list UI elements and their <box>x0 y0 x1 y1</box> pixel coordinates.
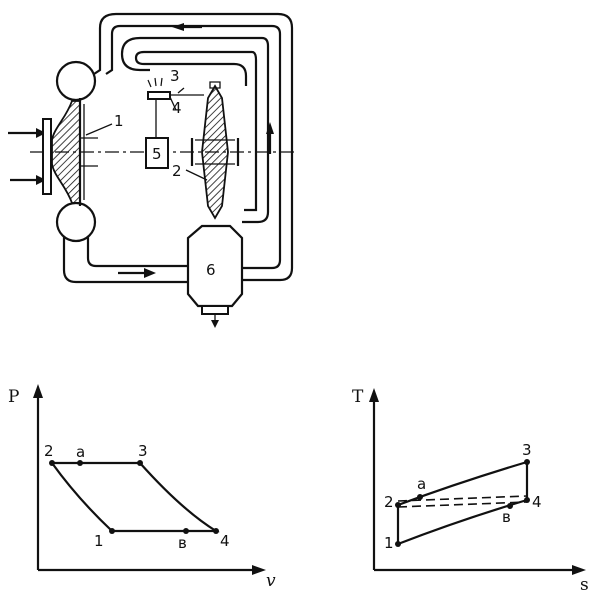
engine-schematic: 1 3 4 5 2 6 <box>8 12 296 328</box>
ts-x-axis-label: s <box>580 575 589 594</box>
turbine-rotor <box>201 84 229 220</box>
combustion-chamber <box>186 224 244 308</box>
ts-point-b: в <box>502 508 511 526</box>
nozzle-spray <box>147 77 163 88</box>
control-device <box>145 137 169 169</box>
exhaust-arrow <box>211 320 219 328</box>
pv-point-2: 2 <box>44 442 54 460</box>
label-valve: 4 <box>172 99 182 117</box>
compressor-volute-bottom <box>55 201 97 243</box>
ts-point-1: 1 <box>384 534 394 552</box>
flow-arrow-right <box>266 122 274 154</box>
label-nozzle: 3 <box>170 67 180 85</box>
compressor-impeller <box>51 100 81 204</box>
valve <box>147 91 171 100</box>
pv-x-axis-label: v <box>266 571 276 591</box>
label-compressor: 1 <box>114 112 124 130</box>
label-turbine: 2 <box>172 162 182 180</box>
ts-dashed-line-upper <box>397 495 528 502</box>
ts-dashed-line-lower <box>397 501 528 508</box>
label-device: 5 <box>152 145 162 163</box>
ts-point-3: 3 <box>522 441 532 459</box>
pv-point-a: a <box>76 443 85 461</box>
ts-points <box>395 459 530 547</box>
exhaust-outlet <box>201 305 229 315</box>
inlet-flange <box>42 118 52 195</box>
inlet-arrow-bottom <box>10 175 46 185</box>
pv-y-axis-label: P <box>8 387 19 407</box>
compressor-outlet-duct <box>62 237 188 284</box>
compressor-volute-top <box>55 60 97 102</box>
label-chamber: 6 <box>206 261 216 279</box>
ts-y-axis-label: T <box>352 387 364 407</box>
ts-point-2: 2 <box>384 493 394 511</box>
pv-diagram: P v 2 a 3 4 в 1 <box>8 384 276 591</box>
pv-point-4: 4 <box>220 532 230 550</box>
inlet-arrow-top <box>8 128 46 138</box>
ts-point-a: a <box>417 475 426 493</box>
return-duct <box>93 12 294 282</box>
pv-point-b: в <box>178 534 187 552</box>
pv-point-1: 1 <box>94 532 104 550</box>
ts-diagram: T s 1 2 a 3 4 в <box>352 387 589 594</box>
flow-arrow-top <box>172 23 184 31</box>
flow-arrow-bottom <box>118 268 156 278</box>
pv-cycle <box>49 461 220 533</box>
pv-point-3: 3 <box>138 442 148 460</box>
ts-point-4: 4 <box>532 493 542 511</box>
pv-points <box>49 460 219 534</box>
